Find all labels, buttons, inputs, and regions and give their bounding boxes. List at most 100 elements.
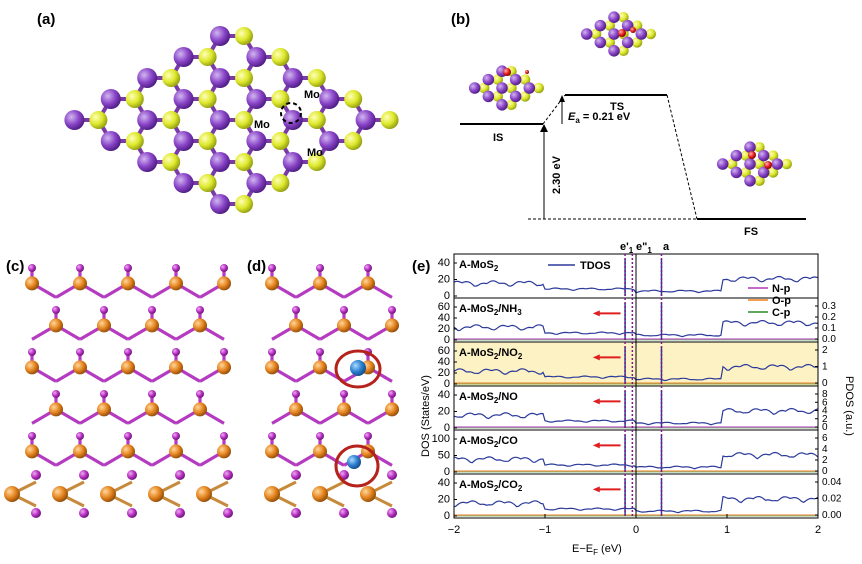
- mo-atom: [246, 89, 267, 109]
- orange-atom: [25, 444, 39, 459]
- purple-atom: [148, 390, 156, 398]
- purple-atom: [124, 348, 132, 356]
- purple-atom: [172, 264, 180, 272]
- purple-atom: [268, 432, 276, 440]
- mo-atom: [771, 158, 784, 170]
- s-atom: [533, 82, 544, 94]
- orange-atom: [73, 360, 87, 375]
- s-atom: [492, 74, 504, 85]
- orange-atom: [49, 318, 63, 333]
- red-arrowhead: [592, 486, 600, 493]
- orange-atom: [4, 486, 20, 502]
- s-atom: [506, 99, 517, 111]
- purple-atom: [196, 390, 204, 398]
- orange-atom: [312, 486, 328, 502]
- orange-atom: [97, 318, 111, 333]
- y2-tick-label: 0: [822, 466, 828, 477]
- panel-d: (d): [247, 258, 399, 518]
- y2-tick-label: 0.02: [822, 494, 842, 505]
- y2-tick-label: 8: [822, 389, 828, 400]
- mo-atom: [100, 89, 121, 109]
- s-atom: [519, 91, 531, 102]
- dos-chart: A-MoS240200A-MoS2/NH360402000.30.20.10.0…: [432, 253, 842, 536]
- purple-atom: [76, 264, 84, 272]
- panel-a-label: (a): [37, 11, 55, 28]
- panel-c-label: (c): [6, 258, 24, 275]
- purple-atom: [291, 470, 301, 480]
- legend-tdos: TDOS: [580, 260, 611, 272]
- s-atom: [235, 111, 253, 129]
- purple-atom: [52, 390, 60, 398]
- mo-atom: [282, 68, 303, 88]
- orange-atom: [169, 444, 183, 459]
- panel-c: (c): [4, 258, 233, 518]
- mo-atom: [210, 194, 230, 214]
- purple-atom: [268, 264, 276, 272]
- legend-pdos: C-p: [772, 307, 791, 319]
- mos2-lattice-top-view: [64, 26, 399, 214]
- s-atom: [754, 158, 765, 170]
- mo-atom: [137, 110, 158, 130]
- x-tick-label: −2: [448, 524, 461, 536]
- s-atom: [604, 37, 616, 48]
- orange-atom: [265, 276, 279, 291]
- structure-fs: [716, 141, 792, 187]
- red-arrowhead: [592, 310, 600, 317]
- s-atom: [198, 132, 217, 150]
- orange-atom: [337, 402, 351, 417]
- y2-tick-label: 4: [822, 444, 828, 455]
- y2-tick-label: 0.0: [822, 334, 836, 345]
- mo-atom: [580, 28, 593, 40]
- side-view-d: [264, 455, 397, 518]
- s-atom: [271, 132, 290, 150]
- adsorbate-atom: [347, 455, 361, 469]
- y2-tick-label: 6: [822, 433, 828, 444]
- mo-label-3: Mo: [307, 147, 323, 159]
- y-tick-label: 0: [444, 334, 450, 346]
- y-tick-label: 100: [432, 433, 450, 445]
- purple-atom: [148, 306, 156, 314]
- mo-atom: [282, 152, 303, 172]
- structure-is: [468, 65, 544, 111]
- orange-atom: [265, 444, 279, 459]
- orange-atom: [385, 402, 399, 417]
- adsorbate-circle-top: [334, 349, 382, 389]
- purple-atom: [291, 508, 301, 518]
- s-atom: [492, 91, 504, 102]
- orange-atom: [385, 318, 399, 333]
- y2-tick-label: 6: [822, 397, 828, 408]
- s-atom: [162, 111, 181, 129]
- s-atom: [235, 153, 253, 171]
- mo-atom: [482, 90, 495, 103]
- orange-atom: [145, 402, 159, 417]
- purple-atom: [100, 306, 108, 314]
- y-tick-label: 40: [438, 312, 450, 324]
- mo-atom: [319, 89, 340, 109]
- purple-atom: [31, 470, 41, 480]
- y2-tick-label: 0: [822, 422, 828, 433]
- mo-atom: [594, 36, 607, 49]
- s-atom: [767, 150, 779, 161]
- orange-atom: [264, 486, 280, 502]
- o-atom: [764, 161, 772, 169]
- s-atom: [344, 132, 363, 150]
- purple-atom: [339, 508, 349, 518]
- state-fs: FS: [744, 226, 758, 238]
- y-tick-label: 0: [444, 378, 450, 390]
- orange-atom: [313, 276, 327, 291]
- y2-tick-label: 4: [822, 406, 828, 417]
- mo-atom: [482, 73, 495, 86]
- orange-atom: [73, 276, 87, 291]
- s-atom: [125, 132, 144, 150]
- y-tick-label: 20: [438, 274, 450, 286]
- mo-atom: [509, 90, 522, 103]
- mo-atom: [355, 110, 376, 130]
- panel-d-label: (d): [247, 258, 266, 275]
- state-ts: TS: [610, 101, 624, 113]
- purple-atom: [292, 390, 300, 398]
- mo-atom: [100, 131, 121, 151]
- y-tick-label: 40: [438, 257, 450, 269]
- purple-atom: [387, 470, 397, 480]
- mo-atom: [173, 47, 194, 67]
- s-atom: [631, 37, 643, 48]
